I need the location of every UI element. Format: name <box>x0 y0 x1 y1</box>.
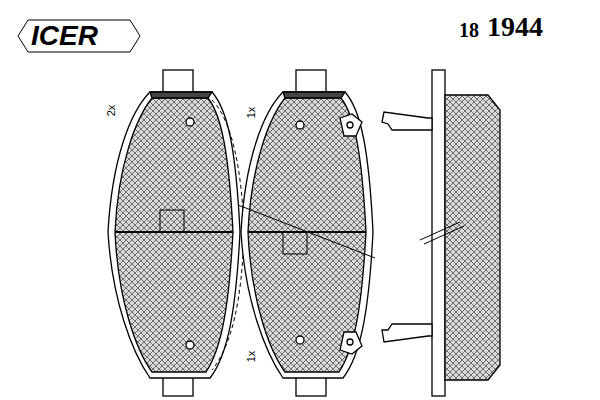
pad-side-view <box>382 70 500 396</box>
logo-frame <box>18 20 140 52</box>
part-number: 1944 <box>486 13 544 41</box>
quantity-label: 1x <box>247 105 258 119</box>
pad-front-view <box>108 70 244 396</box>
pad-front-view <box>238 70 375 396</box>
brand-logo: ICER <box>30 22 99 50</box>
quantity-label: 2x <box>107 103 118 117</box>
quantity-label: 1x <box>247 349 258 363</box>
part-number-prefix: 18 <box>458 20 480 40</box>
